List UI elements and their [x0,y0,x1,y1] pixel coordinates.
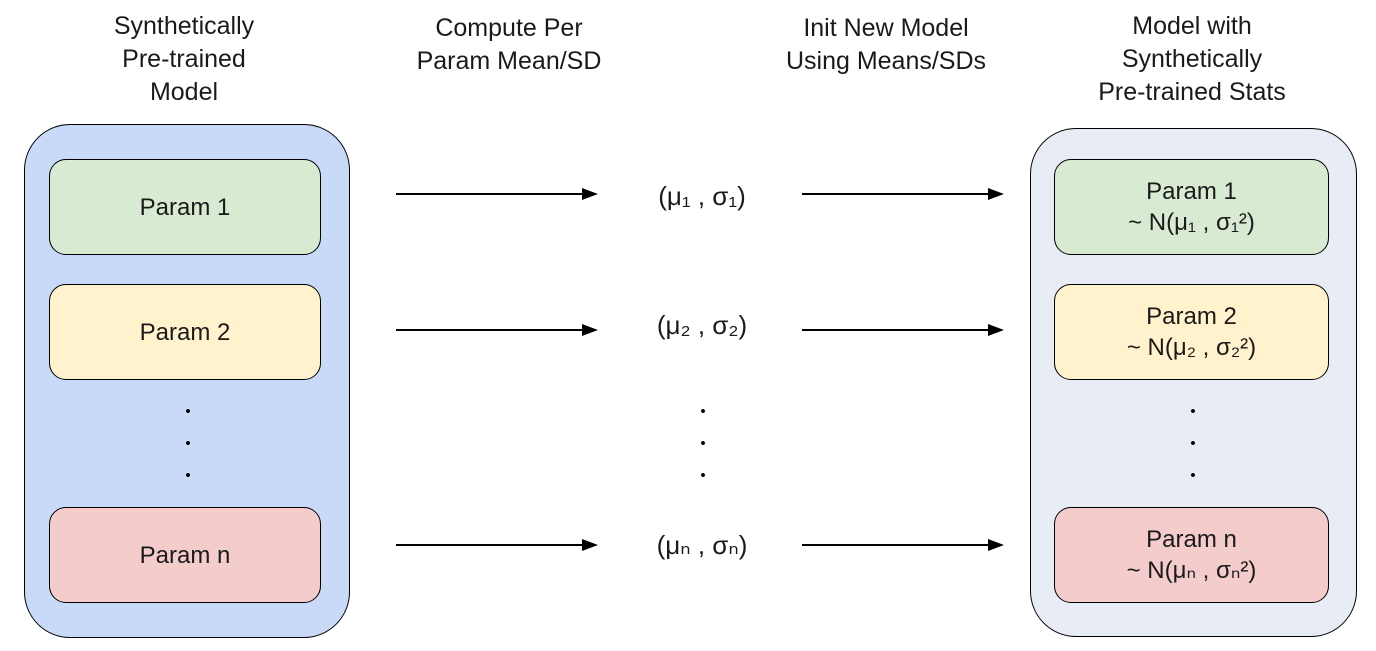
header-line: Pre-trained [122,45,246,73]
ellipsis-dot: • [700,403,706,420]
param-label: Param 1 [139,193,231,221]
right-param-1-box: Param 1 ~ N(μ₁ , σ₁²) [1054,159,1329,255]
ellipsis-dot: • [700,435,706,452]
header-line: Synthetically [113,12,255,40]
arrow-compute-param-2 [396,324,598,336]
ellipsis-dot: • [185,403,191,420]
initialized-model-container: Param 1 ~ N(μ₁ , σ₁²) Param 2 ~ N(μ₂ , σ… [1030,128,1357,637]
header-line: Using Means/SDs [785,47,987,75]
header-init-new-model: Init New Model Using Means/SDs [786,12,986,78]
arrow-init-param-n [802,539,1004,551]
stat-mu-sigma-n: (μₙ , σₙ) [656,530,748,560]
right-param-n-box: Param n ~ N(μₙ , σₙ²) [1054,507,1329,603]
left-param-2-box: Param 2 [49,284,321,380]
param-label: Param 2 [139,318,231,346]
header-line: Param Mean/SD [416,47,602,75]
ellipsis-dot: • [1190,467,1196,484]
param-label: Param n [139,541,231,569]
header-line: Model with [1132,12,1252,40]
arrow-compute-param-1 [396,188,598,200]
left-ellipsis-dots: • • • [185,396,190,492]
ellipsis-dot: • [1190,435,1196,452]
stat-mu-sigma-1: (μ₁ , σ₁) [658,181,746,211]
left-param-n-box: Param n [49,507,321,603]
header-line: Pre-trained Stats [1098,78,1286,106]
ellipsis-dot: • [185,467,191,484]
right-param-2-box: Param 2 ~ N(μ₂ , σ₂²) [1054,284,1329,380]
ellipsis-dot: • [1190,403,1196,420]
header-line: Compute Per [435,14,583,42]
header-compute-per-param: Compute Per Param Mean/SD [417,12,602,78]
arrow-init-param-1 [802,188,1004,200]
header-line: Synthetically [1121,45,1263,73]
arrow-init-param-2 [802,324,1004,336]
header-line: Init New Model [803,14,969,42]
ellipsis-dot: • [700,467,706,484]
header-model-with-stats: Model with Synthetically Pre-trained Sta… [1098,10,1286,109]
param-distribution: ~ N(μₙ , σₙ²) [1126,557,1257,584]
param-distribution: ~ N(μ₂ , σ₂²) [1126,334,1257,361]
param-label: Param 1 [1146,178,1237,205]
stat-mu-sigma-2: (μ₂ , σ₂) [656,310,748,340]
arrow-compute-param-n [396,539,598,551]
param-label: Param 2 [1146,303,1237,330]
param-label: Param n [1146,526,1237,553]
left-param-1-box: Param 1 [49,159,321,255]
header-synthetic-pretrained-model: Synthetically Pre-trained Model [114,10,254,109]
right-ellipsis-dots: • • • [1190,396,1195,492]
synthetic-model-container: Param 1 Param 2 Param n [24,124,350,638]
param-distribution: ~ N(μ₁ , σ₁²) [1128,209,1255,236]
middle-ellipsis-dots: • • • [700,396,705,492]
ellipsis-dot: • [185,435,191,452]
header-line: Model [149,78,219,106]
